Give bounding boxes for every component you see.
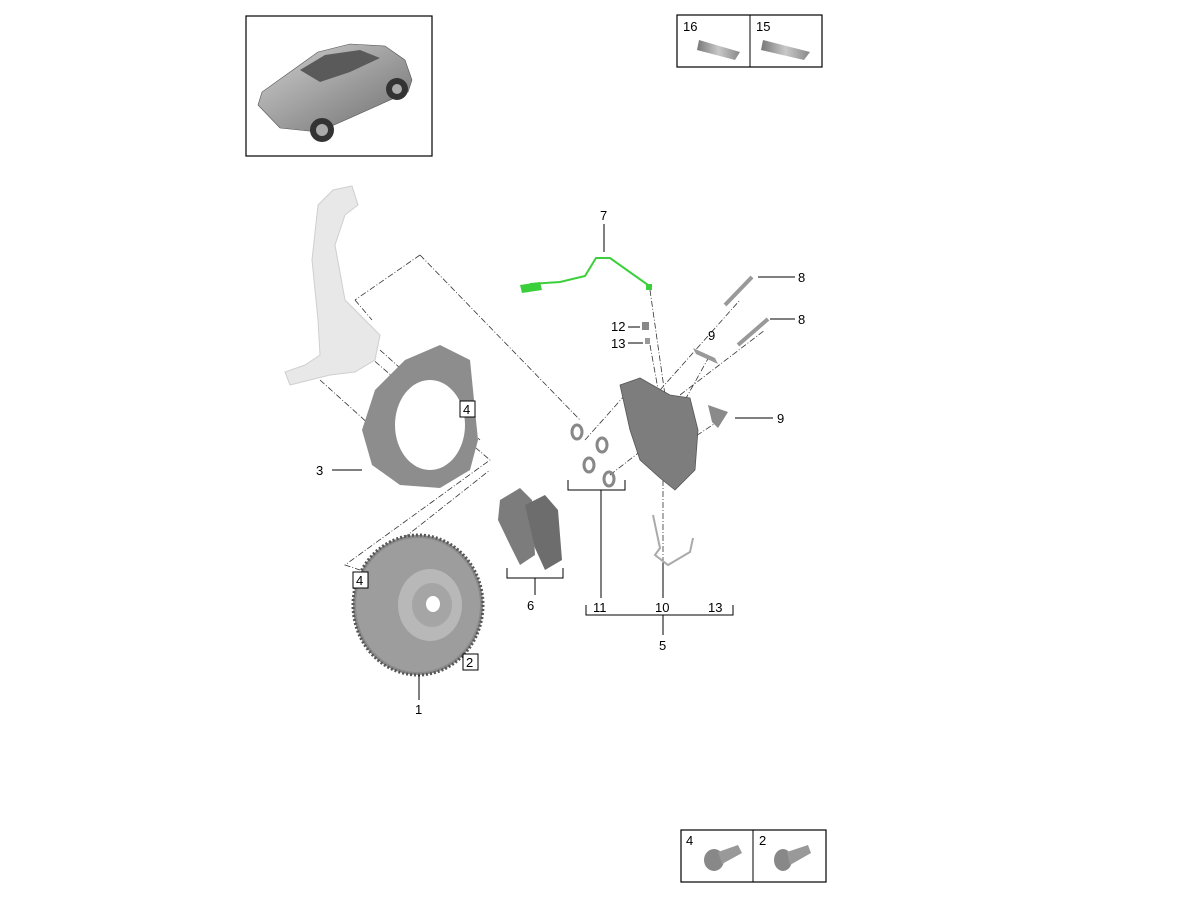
screw-icon <box>704 845 742 871</box>
piston-seals[interactable] <box>570 423 616 488</box>
inset-label: 16 <box>683 19 697 34</box>
callout-8-upper[interactable]: 8 <box>798 270 805 285</box>
callout-4-lower-box[interactable]: 4 <box>352 571 369 589</box>
brake-caliper[interactable] <box>619 377 699 491</box>
callout-10[interactable]: 10 <box>655 600 669 615</box>
callout-9-lower[interactable]: 9 <box>777 411 784 426</box>
callout-2-box[interactable]: 2 <box>462 653 479 671</box>
pad-clip-lower[interactable] <box>708 405 728 428</box>
inset-label: 4 <box>686 833 693 848</box>
tube-icon <box>697 40 740 60</box>
callout-4-lower[interactable]: 4 <box>356 573 363 588</box>
callout-8-lower[interactable]: 8 <box>798 312 805 327</box>
callout-9-upper[interactable]: 9 <box>708 328 715 343</box>
brake-dust-shield[interactable] <box>362 345 478 488</box>
inset-label: 15 <box>756 19 770 34</box>
inset-item-4[interactable]: 4 <box>686 833 742 871</box>
tube-icon <box>761 40 810 60</box>
bleeder-cap[interactable] <box>645 338 650 344</box>
steering-knuckle[interactable] <box>284 185 381 386</box>
vehicle-thumbnail[interactable] <box>245 15 433 157</box>
callout-6[interactable]: 6 <box>527 598 534 613</box>
bleeder-valve[interactable] <box>642 322 649 330</box>
screw-icon <box>774 845 811 871</box>
callout-4-upper-box[interactable]: 4 <box>459 400 476 418</box>
callout-7[interactable]: 7 <box>600 208 607 223</box>
inset-parts-top: 16 15 <box>676 14 823 68</box>
callout-13-upper[interactable]: 13 <box>611 336 625 351</box>
callout-11[interactable]: 11 <box>593 600 607 615</box>
brake-wear-sensor[interactable] <box>520 257 652 293</box>
pad-clip-upper[interactable] <box>693 348 718 364</box>
brake-pads[interactable] <box>498 488 562 570</box>
callouts: 7 8 8 12 13 9 9 3 1 6 11 10 13 5 4 4 2 <box>316 208 805 717</box>
caliper-bolt-upper[interactable] <box>723 275 754 307</box>
callout-2[interactable]: 2 <box>466 655 473 670</box>
callout-3[interactable]: 3 <box>316 463 323 478</box>
inset-parts-bottom: 4 2 <box>680 829 827 883</box>
inset-item-15[interactable]: 15 <box>756 19 810 60</box>
inset-item-16[interactable]: 16 <box>683 19 740 60</box>
inset-label: 2 <box>759 833 766 848</box>
callout-13-lower[interactable]: 13 <box>708 600 722 615</box>
callout-4-upper[interactable]: 4 <box>463 402 470 417</box>
inset-item-2[interactable]: 2 <box>759 833 811 871</box>
leader-lines <box>332 224 795 700</box>
callout-1[interactable]: 1 <box>415 702 422 717</box>
caliper-brake-line[interactable] <box>652 514 694 567</box>
callout-5[interactable]: 5 <box>659 638 666 653</box>
caliper-bolt-lower[interactable] <box>736 317 770 347</box>
callout-12[interactable]: 12 <box>611 319 625 334</box>
brake-disc[interactable] <box>351 533 485 677</box>
